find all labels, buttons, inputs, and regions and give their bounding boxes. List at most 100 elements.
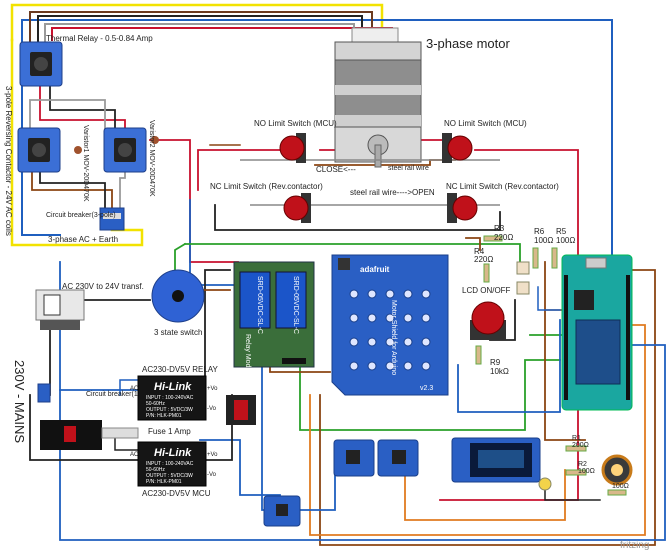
mcu-chip bbox=[574, 290, 594, 310]
relay-switch-rocker bbox=[234, 400, 248, 420]
relay-header bbox=[282, 358, 306, 364]
contactor-button-cap-2 bbox=[118, 143, 132, 157]
resistors-top: R3 220Ω R4 220Ω R6 100Ω R5 100Ω bbox=[474, 224, 575, 295]
motor-label: 3-phase motor bbox=[426, 36, 510, 51]
fritzing-watermark: fritzing bbox=[620, 540, 649, 551]
nc-limit-switch-right bbox=[447, 193, 478, 223]
hlk-mcu-pin-plus: +Vo bbox=[207, 452, 218, 458]
open-label: steel rail wire---->OPEN bbox=[350, 188, 435, 197]
r100-value: 100Ω bbox=[612, 483, 629, 490]
switch-button bbox=[447, 135, 473, 161]
relay-1-text: SRD-05VDC-SL-C bbox=[256, 276, 263, 334]
mains-section: 230V - MAINS Circuit breaker(1-pole) Fus… bbox=[12, 360, 191, 450]
contactor-button-cap-1 bbox=[32, 143, 46, 157]
wire-blue bbox=[59, 329, 139, 391]
wire-green bbox=[184, 243, 521, 263]
hlk-mcu-line1: INPUT : 100-240VAC bbox=[146, 461, 194, 467]
mcu-header-left bbox=[564, 275, 568, 400]
r1-value: 200Ω bbox=[572, 442, 589, 449]
resistor-r4 bbox=[483, 263, 490, 283]
lcd-onoff-label: LCD ON/OFF bbox=[462, 286, 511, 295]
nc-limit-right-label: NC Limit Switch (Rev.contactor) bbox=[446, 182, 559, 191]
transformer: AC 230V to 24V transf. bbox=[35, 282, 144, 330]
varistor2-label: Varistor2 MOV-20D470K bbox=[148, 120, 155, 197]
lcd-button-cap bbox=[471, 301, 505, 335]
hlk-mcu-body bbox=[137, 441, 207, 487]
resistor-100 bbox=[607, 489, 627, 496]
hlk-mcu-line2: 50-60Hz bbox=[146, 467, 165, 473]
relay-board: SRD-05VDC-SL-C SRD-05VDC-SL-C Relay Modu… bbox=[233, 261, 315, 377]
r6-label: R6 bbox=[534, 227, 545, 236]
wire-brown bbox=[465, 237, 481, 251]
r5-value: 100Ω bbox=[556, 236, 575, 245]
wire-black bbox=[204, 269, 231, 411]
no-limit-switch-right bbox=[442, 133, 473, 163]
resistor-r5 bbox=[551, 247, 558, 269]
motor-band-2 bbox=[335, 85, 421, 95]
relay-psu-label: AC230-DV5V RELAY bbox=[142, 365, 219, 374]
mcu-board bbox=[561, 254, 633, 411]
transformer-base bbox=[40, 320, 80, 330]
three-phase-label: 3-phase AC + Earth bbox=[48, 235, 118, 244]
hlk-relay-line3: OUTPUT : 5VDC/3W bbox=[146, 407, 193, 413]
motor-shaft bbox=[374, 144, 382, 168]
hlk-mcu-pin-ac: AC bbox=[130, 452, 139, 458]
hlk-relay-body bbox=[137, 375, 207, 421]
wire-black bbox=[544, 487, 601, 501]
varistor1-label: Varistor1 MOV-20D470K bbox=[82, 125, 89, 202]
mcu-header-right bbox=[626, 275, 630, 400]
sensor-chip-small bbox=[276, 504, 288, 516]
wire-blue bbox=[21, 57, 61, 236]
resistor-r9 bbox=[475, 345, 482, 365]
wire-yellow bbox=[10, 38, 144, 247]
varistor-1 bbox=[74, 146, 82, 154]
lcd-button: LCD ON/OFF R9 10kΩ bbox=[462, 286, 511, 376]
relay-2 bbox=[275, 271, 307, 329]
transformer-label: AC 230V to 24V transf. bbox=[62, 282, 144, 291]
wire-brown bbox=[29, 11, 373, 61]
wire-grey bbox=[29, 99, 106, 141]
r2-label: R2 bbox=[578, 461, 587, 468]
mains-label: 230V - MAINS bbox=[12, 360, 27, 443]
switch-knob bbox=[172, 290, 184, 302]
resistor-r1 bbox=[565, 445, 587, 452]
switch-button bbox=[279, 135, 305, 161]
oled-pixels bbox=[478, 450, 524, 468]
thermal-relay-button-cap bbox=[34, 57, 48, 71]
motor-band-1 bbox=[334, 41, 422, 61]
steel-rail-label: steel rail wire bbox=[388, 165, 429, 172]
relay-2-text: SRD-05VDC-SL-C bbox=[292, 276, 299, 334]
fuse bbox=[101, 427, 139, 439]
wire-orange bbox=[309, 324, 646, 536]
switch-label: 3 state switch bbox=[154, 328, 202, 337]
switch-housing bbox=[447, 193, 457, 223]
wire-blue bbox=[119, 379, 139, 396]
r6-value: 100Ω bbox=[534, 236, 553, 245]
switch-button bbox=[452, 195, 478, 221]
shield-pcb bbox=[331, 254, 449, 396]
shield-version: v2.3 bbox=[420, 385, 433, 392]
mcu-usb bbox=[585, 257, 607, 269]
r4-label: R4 bbox=[474, 247, 485, 256]
wire-black bbox=[214, 204, 501, 231]
no-limit-switch-left bbox=[279, 133, 306, 163]
circuit-breaker3-label: Circuit breaker(3-pole) bbox=[46, 212, 116, 219]
circuit-breaker-1pole bbox=[37, 383, 51, 403]
shield-pads bbox=[349, 289, 431, 371]
wire-blue bbox=[261, 364, 336, 511]
wire-blue bbox=[189, 199, 239, 286]
wire-brown bbox=[31, 164, 113, 216]
hlk-relay-line2: 50-60Hz bbox=[146, 401, 165, 407]
hlk-mcu-psu: Hi-Link INPUT : 100-240VAC 50-60Hz OUTPU… bbox=[130, 441, 218, 498]
limit-switches: NO Limit Switch (MCU) NO Limit Switch (M… bbox=[210, 119, 559, 223]
no-limit-right-label: NO Limit Switch (MCU) bbox=[444, 119, 527, 128]
wire-blue bbox=[21, 19, 613, 266]
rgb-led-core bbox=[611, 464, 623, 476]
hlk-relay-line4: P/N: HLK-PM01 bbox=[146, 413, 182, 419]
reversing-contactor: Thermal Relay - 0.5-0.84 Amp 3-pole Reve… bbox=[4, 34, 159, 244]
r9-value: 10kΩ bbox=[490, 367, 509, 376]
thermal-relay-label: Thermal Relay - 0.5-0.84 Amp bbox=[46, 34, 153, 43]
nc-limit-switch-left bbox=[283, 193, 311, 223]
led-section: R1 200Ω R2 100Ω 100Ω bbox=[538, 435, 633, 496]
